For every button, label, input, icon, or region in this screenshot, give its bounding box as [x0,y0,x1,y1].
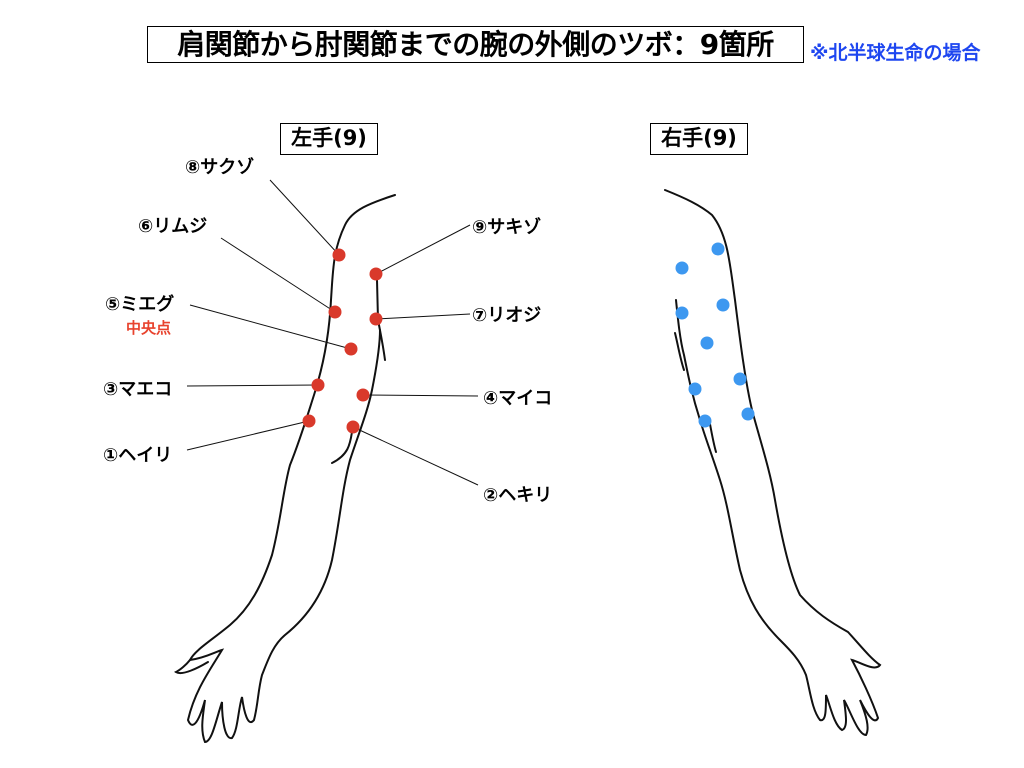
page-title: 肩関節から肘関節までの腕の外側のツボ：9箇所 [147,26,804,63]
acupoint-dot-left-4 [311,378,325,392]
leader-line-9 [375,224,471,275]
acupoint-dot-right-4 [675,306,689,320]
point-label-7: ⑦リオジ [472,305,542,326]
acupoint-dot-right-6 [733,372,747,386]
leader-line-1 [186,420,310,451]
left-arm-label: 左手(9) [280,123,378,155]
point-label-3: ③マエコ [103,379,173,400]
point-label-4: ④マイコ [483,388,553,409]
acupoint-dot-left-9 [346,420,360,434]
acupoint-dot-left-3 [344,342,358,356]
hemisphere-note: ※北半球生命の場合 [810,42,981,64]
point-label-5: ⑤ミエグ [105,294,175,315]
acupoint-dot-left-8 [356,388,370,402]
leader-line-7 [375,313,471,320]
acupoint-dot-right-8 [741,407,755,421]
point-label-9: ⑨サキゾ [472,217,542,238]
right-arm-label: 右手(9) [650,123,748,155]
right-arm-points [675,242,755,428]
right-arm-outline [664,189,882,737]
leader-line-2 [352,426,479,486]
center-point-label: 中央点 [126,319,172,337]
left-leader-lines [186,179,479,486]
acupoint-dot-right-9 [698,414,712,428]
leader-line-5 [189,304,352,350]
acupoint-dot-right-7 [688,382,702,396]
point-label-8: ⑧サクゾ [185,157,255,178]
leader-line-6 [220,237,336,313]
leader-line-8 [269,179,340,256]
left-arm-points [302,248,383,434]
point-label-2: ②ヘキリ [483,485,553,506]
leader-line-3 [186,384,319,387]
point-label-6: ⑥リムジ [138,216,208,237]
acupoint-dot-left-1 [332,248,346,262]
acupoint-dot-left-6 [369,267,383,281]
acupoint-dot-right-1 [711,242,725,256]
acupoint-dot-right-2 [675,261,689,275]
acupoint-dot-left-2 [328,305,342,319]
acupoint-dot-right-3 [716,298,730,312]
left-arm-outline [174,194,396,744]
point-label-1: ①ヘイリ [103,445,173,466]
acupoint-dot-right-5 [700,336,714,350]
acupoint-dot-left-7 [369,312,383,326]
acupoint-dot-left-5 [302,414,316,428]
leader-line-4 [362,394,479,397]
